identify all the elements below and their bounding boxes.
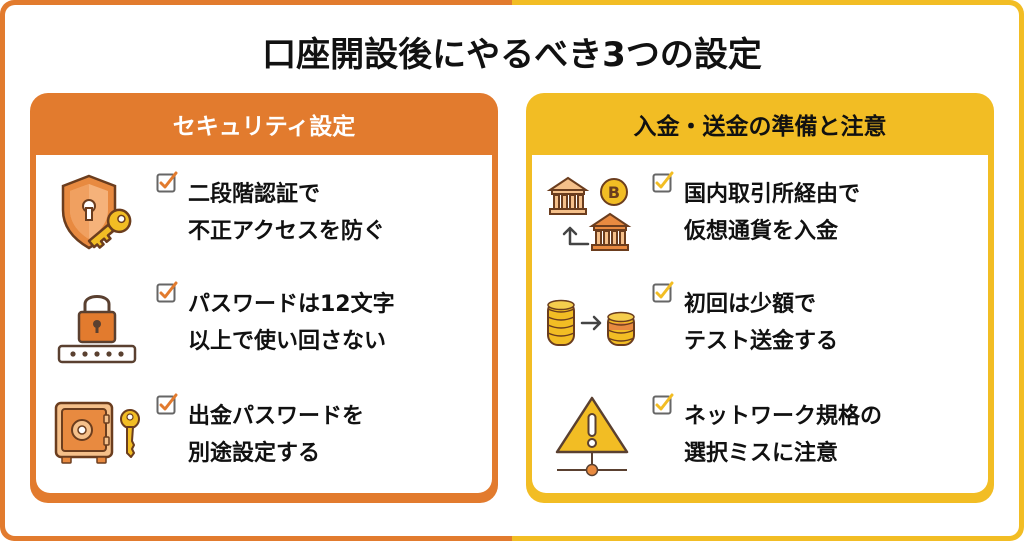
- shield-key-icon: [36, 168, 156, 258]
- item-text-line2: 仮想通貨を入金: [684, 219, 839, 244]
- page-title: 口座開設後にやるべき3つの設定: [262, 35, 762, 75]
- checkbox-checked-icon[interactable]: [156, 171, 178, 193]
- infographic-canvas: 口座開設後にやるべき3つの設定 セキュリティ設定: [5, 5, 1019, 536]
- checkbox-checked-icon[interactable]: [156, 393, 178, 415]
- panel-deposit-transfer: 入金・送金の準備と注意: [526, 93, 994, 503]
- item-text-line2: テスト送金する: [684, 329, 839, 354]
- panel-security-settings: セキュリティ設定: [30, 93, 498, 503]
- item-text: 出金パスワードを 別途設定する: [188, 398, 364, 472]
- panel-heading: セキュリティ設定: [172, 114, 356, 140]
- list-item-test-transfer: 初回は少額で テスト送金する: [532, 273, 988, 373]
- safe-key-icon: [36, 390, 156, 480]
- checkbox-checked-icon[interactable]: [156, 281, 178, 303]
- item-text: 国内取引所経由で 仮想通貨を入金: [684, 176, 860, 250]
- item-text-line2: 以上で使い回さない: [188, 329, 387, 354]
- svg-text:B: B: [608, 183, 620, 202]
- list-item-withdrawal-password: 出金パスワードを 別途設定する: [36, 385, 492, 485]
- item-text-line1: 初回は少額で: [684, 292, 817, 317]
- list-item-domestic-exchange: B: [532, 163, 988, 263]
- checkbox-checked-icon[interactable]: [652, 281, 674, 303]
- item-text-line1: ネットワーク規格の: [684, 404, 883, 429]
- coins-transfer-icon: [532, 278, 652, 368]
- item-text-line1: パスワードは12文字: [188, 292, 395, 317]
- item-text: ネットワーク規格の 選択ミスに注意: [684, 398, 882, 472]
- item-text: パスワードは12文字 以上で使い回さない: [188, 286, 395, 360]
- list-item-network-warning: ネットワーク規格の 選択ミスに注意: [532, 385, 988, 485]
- panel-body: 二段階認証で 不正アクセスを防ぐ: [36, 155, 492, 493]
- item-text-line1: 出金パスワードを: [188, 404, 365, 429]
- bank-bitcoin-transfer-icon: B: [532, 168, 652, 258]
- item-text-line1: 二段階認証で: [188, 182, 321, 207]
- panel-heading: 入金・送金の準備と注意: [633, 114, 887, 140]
- list-item-password-length: パスワードは12文字 以上で使い回さない: [36, 273, 492, 373]
- warning-network-icon: [532, 390, 652, 480]
- item-text: 二段階認証で 不正アクセスを防ぐ: [188, 176, 385, 250]
- checkbox-checked-icon[interactable]: [652, 171, 674, 193]
- padlock-password-icon: [36, 278, 156, 368]
- item-text-line2: 不正アクセスを防ぐ: [188, 219, 385, 244]
- panel-body: B: [532, 155, 988, 493]
- item-text-line2: 別途設定する: [188, 441, 321, 466]
- checkbox-checked-icon[interactable]: [652, 393, 674, 415]
- item-text-line2: 選択ミスに注意: [684, 441, 839, 466]
- item-text-line1: 国内取引所経由で: [684, 182, 861, 207]
- list-item-two-factor: 二段階認証で 不正アクセスを防ぐ: [36, 163, 492, 263]
- item-text: 初回は少額で テスト送金する: [684, 286, 838, 360]
